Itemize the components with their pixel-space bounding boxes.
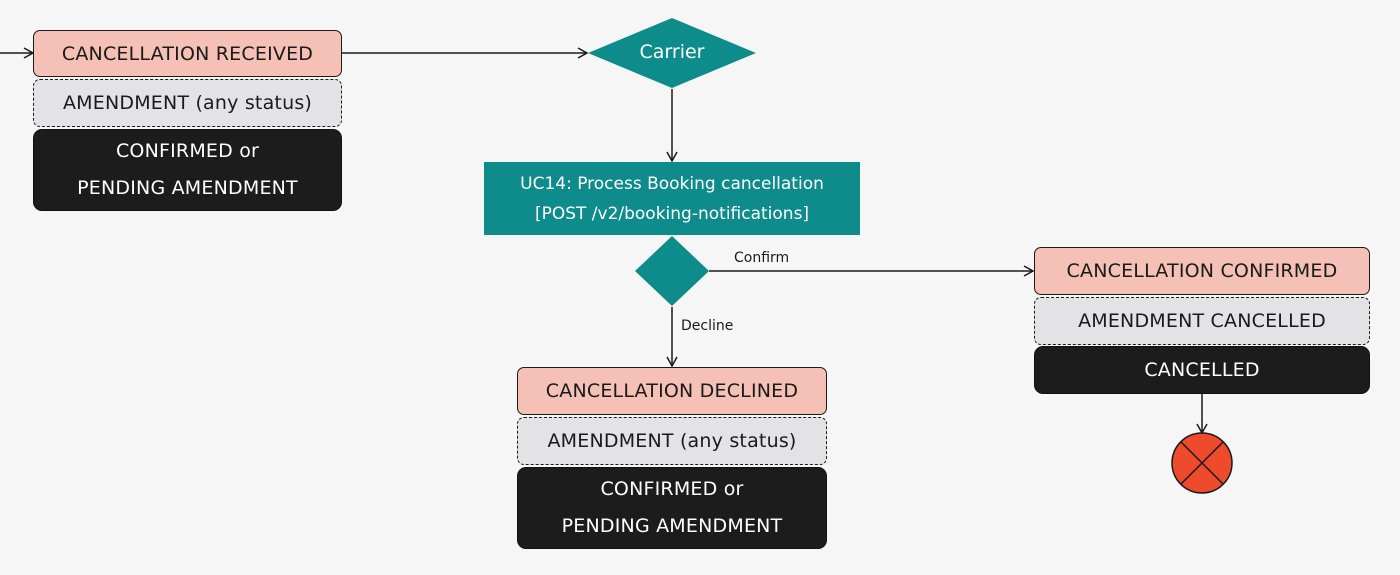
process-title: UC14: Process Booking cancellation [520,173,824,194]
process-booking-cancellation: UC14: Process Booking cancellation [POST… [484,162,860,235]
booking-line-1: CONFIRMED or [600,478,744,500]
booking-line-2: PENDING AMENDMENT [77,177,298,199]
booking-line-1: CONFIRMED or [115,140,260,162]
state-cancellation-declined: CANCELLATION DECLINED [517,367,827,415]
state-booking-cancelled: CANCELLED [1034,346,1370,394]
state-cancellation-confirmed: CANCELLATION CONFIRMED [1034,247,1370,295]
state-cancellation-received: CANCELLATION RECEIVED [33,30,342,77]
final-state-icon [1171,432,1233,494]
decline-label: Decline [681,318,734,334]
booking-line-2: PENDING AMENDMENT [561,515,783,537]
state-amendment-any-status-declined: AMENDMENT (any status) [517,417,827,465]
carrier-decision-diamond [588,18,756,88]
state-booking-confirmed-or-pending-declined: CONFIRMED or PENDING AMENDMENT [517,467,827,549]
choice-diamond [635,236,709,306]
carrier-decision-label: Carrier [639,41,705,63]
state-amendment-cancelled: AMENDMENT CANCELLED [1034,297,1370,345]
state-amendment-any-status: AMENDMENT (any status) [33,79,342,127]
process-endpoint: [POST /v2/booking-notifications] [534,203,810,224]
confirm-label: Confirm [734,250,790,266]
state-booking-confirmed-or-pending: CONFIRMED or PENDING AMENDMENT [33,129,342,211]
